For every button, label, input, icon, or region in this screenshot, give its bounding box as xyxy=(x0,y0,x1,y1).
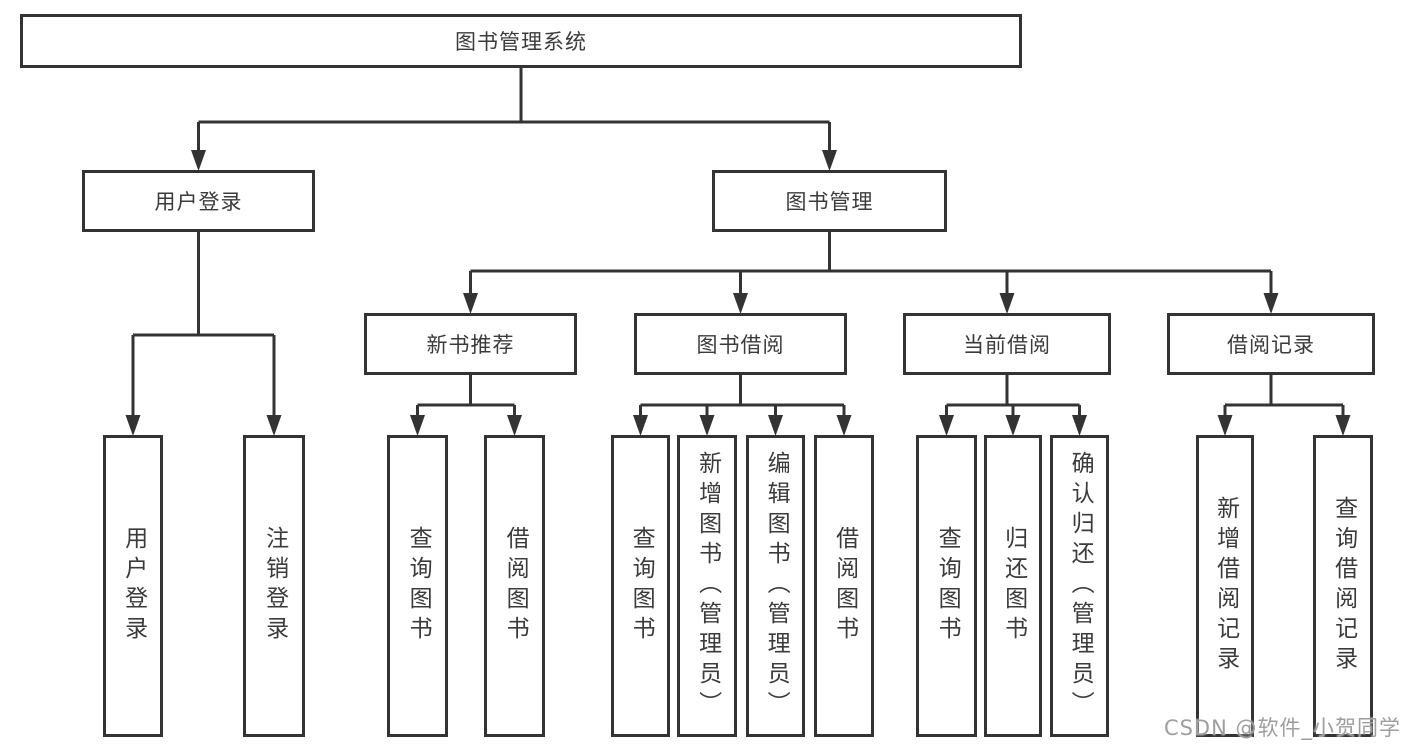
arrow-down-icon xyxy=(1005,415,1021,436)
arrow-down-icon xyxy=(507,415,522,436)
arrow-down-icon xyxy=(1072,415,1087,436)
edge-user-login-to-leaves xyxy=(125,232,282,436)
node-label: 确认归还（管理员） xyxy=(1067,451,1094,721)
node-label: 编辑图书（管理员） xyxy=(763,451,790,721)
node-new-book-recommend: 新书推荐 xyxy=(364,313,577,375)
node-label: 新增借阅记录 xyxy=(1212,496,1239,676)
leaf-return-book: 归还图书 xyxy=(984,435,1042,737)
edge-root-to-level2 xyxy=(191,68,837,171)
node-label: 借阅记录 xyxy=(1227,333,1315,357)
node-book-borrow: 图书借阅 xyxy=(634,313,847,375)
leaf-confirm-return-admin: 确认归还（管理员） xyxy=(1050,435,1109,737)
arrow-down-icon xyxy=(1263,293,1279,314)
leaf-edit-book-admin: 编辑图书（管理员） xyxy=(746,435,805,737)
arrow-down-icon xyxy=(999,293,1015,314)
node-label: 新增图书（管理员） xyxy=(694,451,721,721)
leaf-query-books-recommend: 查询图书 xyxy=(387,435,448,737)
arrow-down-icon xyxy=(768,415,783,436)
arrow-down-icon xyxy=(733,293,748,314)
leaf-user-login: 用户登录 xyxy=(103,435,163,737)
arrow-down-icon xyxy=(1335,415,1351,436)
node-user-login: 用户登录 xyxy=(82,170,315,232)
leaf-add-borrow-record: 新增借阅记录 xyxy=(1196,435,1254,737)
arrow-down-icon xyxy=(939,415,954,436)
node-library-management-system: 图书管理系统 xyxy=(20,14,1022,68)
edge-book-management-to-level3 xyxy=(463,232,1279,314)
node-label: 新书推荐 xyxy=(426,333,515,357)
arrow-down-icon xyxy=(822,150,837,171)
node-label: 注销登录 xyxy=(261,526,288,646)
node-label: 图书管理系统 xyxy=(455,30,587,54)
node-label: 用户登录 xyxy=(120,526,147,646)
node-label: 查询借阅记录 xyxy=(1330,496,1357,676)
leaf-query-borrow-record: 查询借阅记录 xyxy=(1313,435,1373,737)
node-label: 查询图书 xyxy=(405,526,432,646)
arrow-down-icon xyxy=(463,293,478,314)
node-label: 借阅图书 xyxy=(831,526,858,646)
arrow-down-icon xyxy=(699,415,715,436)
edge-new-book-recommend-to-leaves xyxy=(410,375,522,436)
arrow-down-icon xyxy=(836,415,852,436)
node-label: 图书借阅 xyxy=(696,333,785,357)
node-label: 查询图书 xyxy=(628,526,655,646)
node-label: 图书管理 xyxy=(785,190,874,214)
leaf-query-books-borrow: 查询图书 xyxy=(611,435,670,737)
node-book-management: 图书管理 xyxy=(712,170,947,232)
node-label: 借阅图书 xyxy=(502,526,529,646)
csdn-watermark: CSDN @软件_小贺同学 xyxy=(1163,716,1401,740)
arrow-down-icon xyxy=(1217,415,1233,436)
node-current-borrow: 当前借阅 xyxy=(903,313,1111,375)
edge-borrow-records-to-leaves xyxy=(1217,375,1351,436)
leaf-borrow-books-recommend: 借阅图书 xyxy=(484,435,545,737)
leaf-add-book-admin: 新增图书（管理员） xyxy=(677,435,737,737)
arrow-down-icon xyxy=(633,415,648,436)
arrow-down-icon xyxy=(410,415,425,436)
edge-book-borrow-to-leaves xyxy=(633,375,852,436)
edge-current-borrow-to-leaves xyxy=(939,375,1087,436)
arrow-down-icon xyxy=(266,415,282,436)
node-label: 查询图书 xyxy=(934,526,961,646)
leaf-query-books-current: 查询图书 xyxy=(916,435,977,737)
arrow-down-icon xyxy=(125,415,141,436)
leaf-logout: 注销登录 xyxy=(243,435,305,737)
node-label: 归还图书 xyxy=(1000,526,1027,646)
leaf-borrow-books: 借阅图书 xyxy=(814,435,874,737)
node-label: 用户登录 xyxy=(154,190,243,214)
node-borrow-records: 借阅记录 xyxy=(1167,313,1375,375)
node-label: 当前借阅 xyxy=(963,333,1051,357)
arrow-down-icon xyxy=(191,150,206,171)
